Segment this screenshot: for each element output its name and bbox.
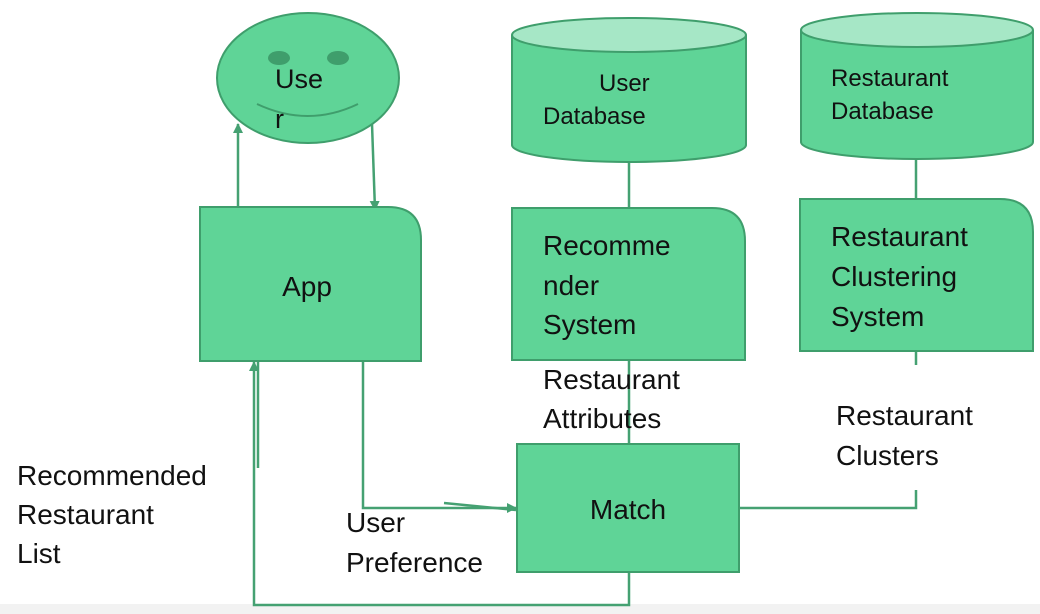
user-label: Use r: [275, 64, 331, 134]
node-app[interactable]: App: [199, 206, 422, 362]
edge-clusters-to-match: [740, 490, 918, 510]
restaurant-database-top: [800, 12, 1034, 48]
recommender-system-label: Recomme nder System: [543, 230, 678, 340]
restaurant-attributes-label: Restaurant Attributes: [543, 364, 688, 434]
node-recommender-system[interactable]: Recomme nder System: [511, 207, 746, 361]
user-database-body: [511, 35, 747, 163]
smiley-left-eye-icon: [268, 51, 290, 65]
clustering-system-label: Restaurant Clustering System: [831, 221, 976, 332]
edge-app-to-match: [361, 362, 517, 513]
match-label: Match: [590, 494, 666, 525]
recommended-restaurant-list-label: Recommended Restaurant List: [17, 460, 215, 569]
node-restaurant-database[interactable]: Restaurant Database: [800, 12, 1034, 160]
edge-user-to-app: [369, 123, 380, 211]
restaurant-database-label: Restaurant Database: [831, 65, 955, 125]
restaurant-clusters-label: Restaurant Clusters: [836, 400, 981, 471]
node-user[interactable]: Use r: [216, 12, 400, 144]
recommender-system-box: [511, 207, 746, 361]
app-label: App: [282, 271, 332, 302]
smiley-right-eye-icon: [327, 51, 349, 65]
bottom-strip: [0, 604, 1040, 614]
user-database-label: User Database: [543, 70, 656, 130]
user-database-top: [511, 17, 747, 53]
user-preference-label: User Preference: [346, 507, 483, 578]
clustering-system-box: [799, 198, 1034, 352]
match-box: [516, 443, 740, 573]
edge-match-to-app: [249, 361, 631, 607]
user-face-shape: [216, 12, 400, 144]
node-restaurant-clustering-system[interactable]: Restaurant Clustering System: [799, 198, 1034, 352]
node-match[interactable]: Match: [516, 443, 740, 573]
smiley-mouth-icon: [256, 103, 359, 117]
app-box: [199, 206, 422, 362]
edge-user-preference-stroke: [443, 501, 517, 512]
restaurant-database-body: [800, 30, 1034, 160]
node-user-database[interactable]: User Database: [511, 17, 747, 163]
edges: [233, 123, 918, 607]
